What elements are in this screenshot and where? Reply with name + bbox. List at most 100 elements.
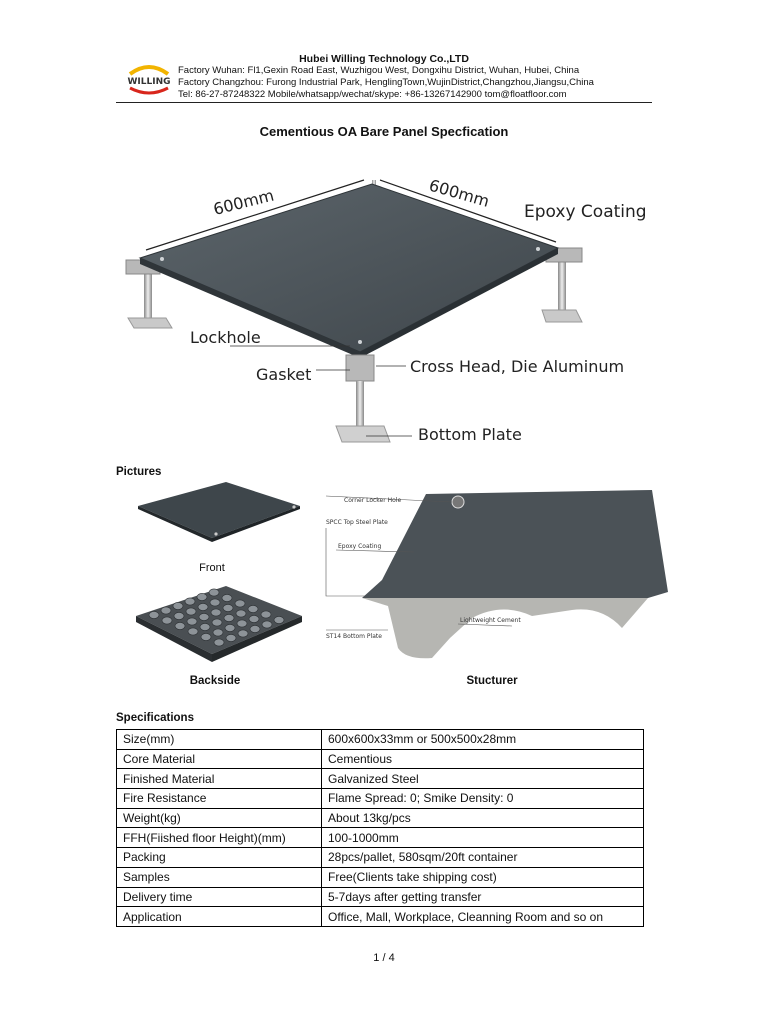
backside-cone bbox=[236, 619, 248, 628]
document-title: Cementious OA Bare Panel Specfication bbox=[259, 124, 509, 139]
backside-cone bbox=[235, 609, 247, 618]
label-cross-head: Cross Head, Die Aluminum bbox=[410, 357, 624, 376]
backside-cone bbox=[209, 598, 221, 607]
spec-label: Size(mm) bbox=[116, 729, 322, 750]
label-gasket: Gasket bbox=[256, 365, 311, 384]
spec-value: Flame Spread: 0; Smike Density: 0 bbox=[321, 788, 644, 809]
backside-cone bbox=[222, 604, 234, 612]
table-row: FFH(Fiished floor Height)(mm)100-1000mm bbox=[116, 827, 644, 849]
backside-cone bbox=[249, 625, 261, 633]
header-address-changzhou: Factory Changzhou: Furong Industrial Par… bbox=[178, 77, 594, 88]
spec-label: Packing bbox=[116, 847, 322, 868]
backside-cone bbox=[224, 624, 236, 632]
specifications-heading: Specifications bbox=[116, 712, 194, 724]
spec-value: Office, Mall, Workplace, Cleanning Room … bbox=[321, 906, 644, 927]
table-row: Weight(kg)About 13kg/pcs bbox=[116, 807, 644, 829]
company-name: Hubei Willing Technology Co.,LTD bbox=[299, 53, 469, 65]
backside-cone bbox=[237, 629, 249, 638]
backside-cone bbox=[160, 606, 172, 615]
backside-cone bbox=[221, 594, 233, 602]
structure-photo: Corner Locker Hole SPCC Top Steel Plate … bbox=[325, 490, 668, 659]
header-contact: Tel: 86-27-87248322 Mobile/whatsapp/wech… bbox=[178, 89, 567, 100]
spec-value: 5-7days after getting transfer bbox=[321, 886, 644, 908]
backside-cones bbox=[148, 588, 285, 647]
spec-label: Samples bbox=[116, 866, 322, 888]
backside-cone bbox=[248, 615, 260, 623]
spec-value: About 13kg/pcs bbox=[321, 807, 644, 829]
spec-label: Application bbox=[116, 906, 322, 927]
spec-label: FFH(Fiished floor Height)(mm) bbox=[116, 827, 322, 849]
caption-backside: Backside bbox=[189, 675, 241, 687]
label-lockhole: Lockhole bbox=[190, 328, 261, 347]
willing-logo: WILLING bbox=[127, 65, 171, 95]
caption-structure: Stucturer bbox=[466, 675, 518, 687]
logo-wordmark: WILLING bbox=[127, 77, 170, 87]
backside-photo bbox=[136, 586, 302, 662]
spec-label: Fire Resistance bbox=[116, 788, 322, 809]
dimension-label-right: 600mm bbox=[427, 176, 492, 211]
backside-cone bbox=[208, 588, 220, 597]
backside-cone bbox=[173, 612, 185, 620]
spec-value: 100-1000mm bbox=[321, 827, 644, 849]
label-corner-locker-hole: Corner Locker Hole bbox=[344, 497, 401, 504]
table-row: Size(mm)600x600x33mm or 500x500x28mm bbox=[116, 729, 644, 750]
caption-front: Front bbox=[199, 562, 225, 574]
panel-diagram: 600mm 600mm Epoxy Coating Lockhole Gaske… bbox=[125, 176, 647, 444]
backside-cone bbox=[199, 623, 211, 631]
backside-cone bbox=[225, 634, 237, 642]
backside-cone bbox=[185, 607, 197, 616]
front-photo bbox=[138, 482, 300, 542]
label-lightweight-cement: Lightweight Cement bbox=[460, 617, 521, 624]
floor-panel bbox=[138, 183, 560, 358]
backside-cone bbox=[200, 633, 212, 641]
page-number: 1 / 4 bbox=[373, 952, 395, 964]
label-bottom-plate: Bottom Plate bbox=[418, 425, 522, 444]
lockhole-marker bbox=[160, 257, 164, 261]
backside-cone bbox=[148, 611, 160, 619]
spec-label: Weight(kg) bbox=[116, 807, 322, 829]
pictures-heading: Pictures bbox=[116, 466, 162, 478]
header-divider bbox=[116, 102, 652, 103]
label-epoxy-coating-small: Epoxy Coating bbox=[338, 543, 381, 550]
backside-cone bbox=[261, 620, 273, 629]
backside-cone bbox=[198, 613, 210, 621]
dimension-line-right bbox=[379, 179, 557, 243]
spec-value: Galvanized Steel bbox=[321, 768, 644, 790]
label-epoxy-coating: Epoxy Coating bbox=[524, 202, 647, 222]
spec-label: Delivery time bbox=[116, 886, 322, 908]
header-address-wuhan: Factory Wuhan: Fl1,Gexin Road East, Wuzh… bbox=[178, 65, 580, 76]
backside-cone bbox=[212, 628, 224, 637]
spec-value: Free(Clients take shipping cost) bbox=[321, 866, 644, 888]
backside-cone bbox=[223, 614, 235, 622]
backside-cone bbox=[260, 610, 272, 619]
backside-cone bbox=[213, 638, 225, 647]
spec-label: Finished Material bbox=[116, 768, 322, 790]
backside-cone bbox=[161, 616, 173, 625]
backside-cone bbox=[210, 608, 222, 617]
dimension-label-left: 600mm bbox=[211, 186, 275, 219]
backside-cone bbox=[196, 593, 208, 601]
backside-cone bbox=[172, 602, 184, 610]
spec-value: 28pcs/pallet, 580sqm/20ft container bbox=[321, 847, 644, 868]
backside-cone bbox=[187, 627, 199, 636]
backside-cone bbox=[186, 617, 198, 626]
spec-label: Core Material bbox=[116, 748, 322, 770]
backside-cone bbox=[247, 605, 259, 613]
pedestal-front bbox=[335, 354, 391, 443]
backside-cone bbox=[184, 597, 196, 606]
backside-cone bbox=[197, 603, 209, 611]
backside-cone bbox=[174, 622, 186, 630]
spec-value: Cementious bbox=[321, 748, 644, 770]
backside-cone bbox=[211, 618, 223, 627]
backside-cone bbox=[234, 599, 246, 608]
spec-value: 600x600x33mm or 500x500x28mm bbox=[321, 729, 644, 750]
label-spcc-top-plate: SPCC Top Steel Plate bbox=[326, 519, 388, 526]
label-st14-bottom-plate: ST14 Bottom Plate bbox=[326, 633, 382, 640]
